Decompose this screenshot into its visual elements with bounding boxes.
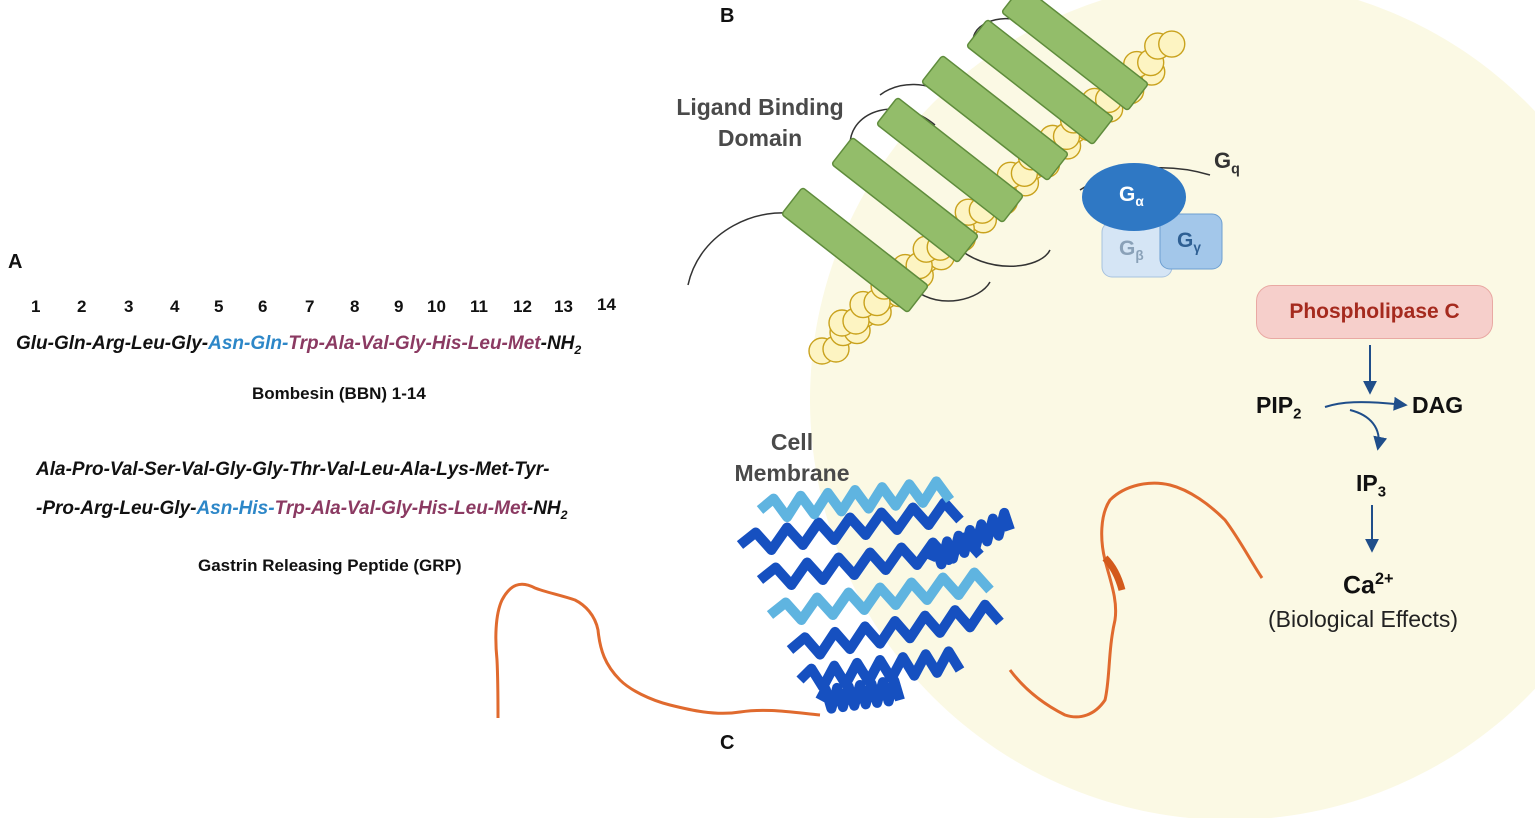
residue-number: 8	[350, 297, 360, 316]
cell-membrane-label: Cell Membrane	[724, 427, 860, 489]
ip3-label: IP3	[1356, 470, 1386, 501]
bombesin-caption: Bombesin (BBN) 1-14	[252, 384, 426, 403]
panel-b-label: B	[720, 5, 735, 27]
label-line: Ligand Binding	[676, 94, 844, 120]
residue-number: 1	[31, 297, 41, 316]
pip2-label: PIP2	[1256, 392, 1301, 423]
label-line: Domain	[717, 125, 803, 151]
lipid-head	[1158, 30, 1186, 58]
subscript: 2	[560, 507, 568, 522]
residue-number: 10	[427, 297, 446, 316]
calcium-label: Ca2+	[1343, 570, 1394, 600]
protein-helix	[925, 507, 1015, 570]
n-terminal-tail	[494, 582, 821, 719]
grp-sequence-line2: -Pro-Arg-Leu-Gly-Asn-His-Trp-Ala-Val-Gly…	[36, 498, 568, 522]
sequence-segment: -Pro-Arg-Leu-Gly-	[36, 498, 197, 519]
receptor-3d-structure	[494, 476, 1264, 719]
residue-number: 11	[470, 297, 488, 316]
g-alpha-label: Gα	[1119, 183, 1144, 209]
g-gamma-label: Gγ	[1177, 229, 1201, 255]
residue-number: 7	[305, 297, 315, 316]
residue-number: 9	[394, 297, 404, 316]
protein-helix	[736, 497, 964, 555]
g-beta-label: Gβ	[1119, 237, 1144, 263]
label-text: G	[1177, 229, 1194, 252]
subscript: 2	[574, 342, 582, 357]
pathway-arrows	[1324, 345, 1408, 553]
residue-number: 3	[124, 297, 134, 316]
transmembrane-helix	[831, 137, 979, 263]
label-text: G	[1119, 237, 1136, 260]
subscript: γ	[1193, 240, 1201, 256]
protein-helix	[756, 476, 955, 523]
label-text: IP	[1356, 470, 1378, 496]
dag-label: DAG	[1412, 392, 1464, 418]
transmembrane-helix	[1001, 0, 1149, 111]
sequence-segment: Glu-Gln-Arg-Leu-Gly-	[16, 333, 209, 354]
gq-label: Gq	[1214, 148, 1240, 177]
transmembrane-helix	[876, 97, 1024, 223]
sequence-segment-c-terminal: Trp-Ala-Val-Gly-His-Leu-Met	[288, 333, 541, 354]
biological-effects-label: (Biological Effects)	[1268, 606, 1459, 632]
label-text: Ca	[1343, 571, 1375, 600]
label-text: G	[1119, 183, 1136, 206]
subscript: 2	[1293, 405, 1302, 423]
label-text: G	[1214, 148, 1232, 173]
residue-number: 12	[513, 297, 532, 316]
subscript: α	[1135, 194, 1144, 210]
phospholipase-c-box: Phospholipase C	[1256, 285, 1493, 339]
grp-caption: Gastrin Releasing Peptide (GRP)	[198, 556, 462, 575]
sequence-segment: -NH	[540, 333, 575, 354]
sequence-segment-c-terminal: Trp-Ala-Val-Gly-His-Leu-Met	[274, 498, 527, 519]
residue-number: 6	[258, 297, 268, 316]
residue-number: 13	[554, 297, 573, 316]
superscript: 2+	[1374, 570, 1394, 588]
sequence-segment-conserved: Asn-His-	[196, 498, 275, 519]
protein-helix	[796, 646, 965, 693]
panel-c-label: C	[720, 732, 735, 754]
panel-a-label: A	[8, 251, 23, 273]
protein-helix	[815, 675, 905, 714]
bombesin-sequence: Glu-Gln-Arg-Leu-Gly-Asn-Gln-Trp-Ala-Val-…	[16, 333, 581, 357]
protein-helix	[786, 599, 1004, 660]
g-gamma-subunit	[1159, 213, 1223, 270]
subscript: β	[1135, 248, 1144, 264]
grp-sequence-line1: Ala-Pro-Val-Ser-Val-Gly-Gly-Thr-Val-Leu-…	[36, 459, 550, 480]
label-text: PIP	[1256, 392, 1294, 418]
sequence-segment-conserved: Asn-Gln-	[208, 333, 289, 354]
ligand-binding-domain-label: Ligand Binding Domain	[664, 92, 856, 154]
sequence-segment: -NH	[526, 498, 561, 519]
transmembrane-helix	[966, 19, 1114, 145]
residue-number: 5	[214, 297, 224, 316]
subscript: q	[1231, 161, 1240, 178]
g-protein-complex	[1082, 163, 1223, 278]
residue-number: 4	[170, 297, 180, 316]
label-line: Cell	[770, 429, 814, 455]
protein-helix	[766, 567, 994, 625]
subscript: 3	[1377, 483, 1387, 501]
transmembrane-helix	[921, 55, 1069, 181]
label-line: Membrane	[734, 460, 850, 486]
transmembrane-helices	[781, 0, 1149, 313]
g-alpha-subunit	[1082, 163, 1186, 231]
residue-number: 2	[77, 297, 87, 316]
transmembrane-helix	[781, 187, 929, 313]
residue-number: 14	[597, 295, 616, 314]
